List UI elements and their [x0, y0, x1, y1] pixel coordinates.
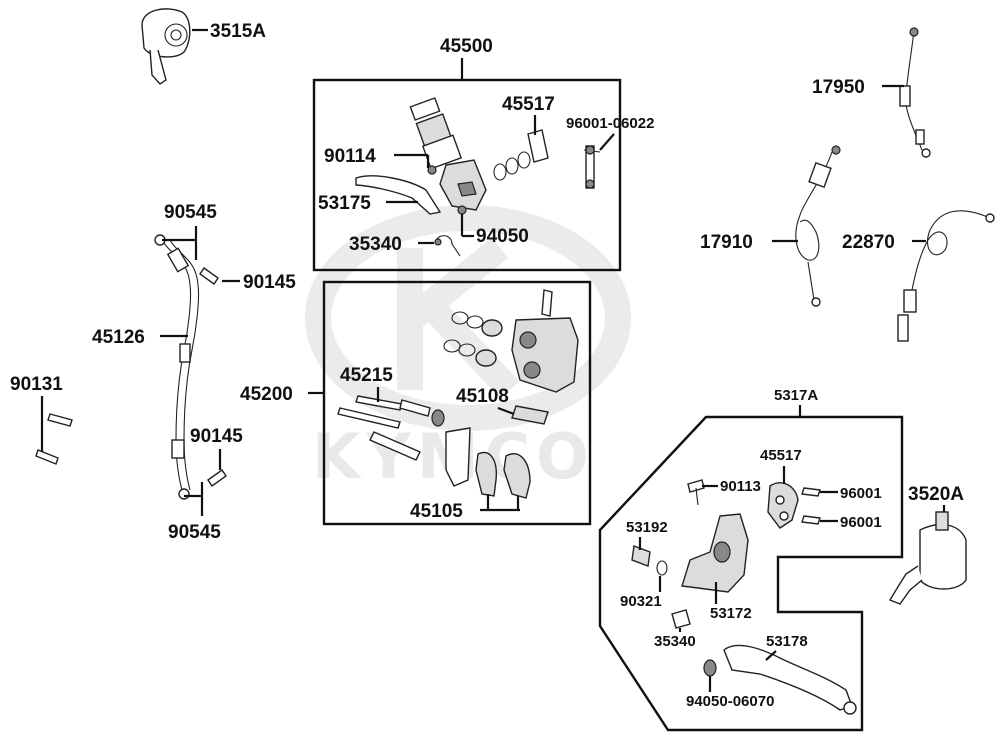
label-45517-a: 45517	[502, 94, 555, 115]
label-17950: 17950	[812, 77, 865, 98]
label-94050: 94050	[476, 226, 529, 247]
cable-17950	[899, 27, 931, 158]
label-53175: 53175	[318, 193, 371, 214]
label-5317A: 5317A	[774, 387, 818, 404]
label-90145-b: 90145	[190, 426, 243, 447]
lever-assy-parts	[631, 479, 857, 715]
brake-hose-45126	[154, 234, 227, 500]
label-17910: 17910	[700, 232, 753, 253]
switch-3515A	[141, 8, 208, 85]
label-45500: 45500	[440, 36, 493, 57]
label-90321: 90321	[620, 593, 662, 610]
label-35340-a: 35340	[349, 234, 402, 255]
lever-assy-outline	[598, 415, 904, 732]
master-cylinder-parts	[355, 97, 601, 257]
label-35340-b: 35340	[654, 633, 696, 650]
label-45126: 45126	[92, 327, 145, 348]
label-45200: 45200	[240, 384, 293, 405]
label-53172: 53172	[710, 605, 752, 622]
label-45108: 45108	[456, 386, 509, 407]
label-45517-b: 45517	[760, 447, 802, 464]
label-3520A: 3520A	[908, 484, 964, 505]
label-90145-a: 90145	[243, 272, 296, 293]
label-53192: 53192	[626, 519, 668, 536]
cable-17910	[795, 145, 841, 307]
label-90545-a: 90545	[164, 202, 217, 223]
cable-22870	[897, 210, 995, 342]
label-90545-b: 90545	[168, 522, 221, 543]
label-45105: 45105	[410, 501, 463, 522]
caliper-box	[322, 280, 592, 526]
label-96001-b: 96001	[840, 514, 882, 531]
switch-3520A	[888, 511, 967, 605]
bolts-90131	[35, 413, 73, 465]
label-45215: 45215	[340, 365, 393, 386]
label-96001-06022: 96001-06022	[566, 115, 654, 132]
label-53178: 53178	[766, 633, 808, 650]
label-90131: 90131	[10, 374, 63, 395]
label-22870: 22870	[842, 232, 895, 253]
label-3515A: 3515A	[210, 21, 266, 42]
label-94050-06070: 94050-06070	[686, 693, 774, 710]
label-90114: 90114	[324, 146, 376, 167]
caliper-parts	[337, 289, 579, 499]
master-cylinder-box	[312, 78, 622, 272]
label-96001-a: 96001	[840, 485, 882, 502]
label-90113: 90113	[720, 478, 761, 495]
